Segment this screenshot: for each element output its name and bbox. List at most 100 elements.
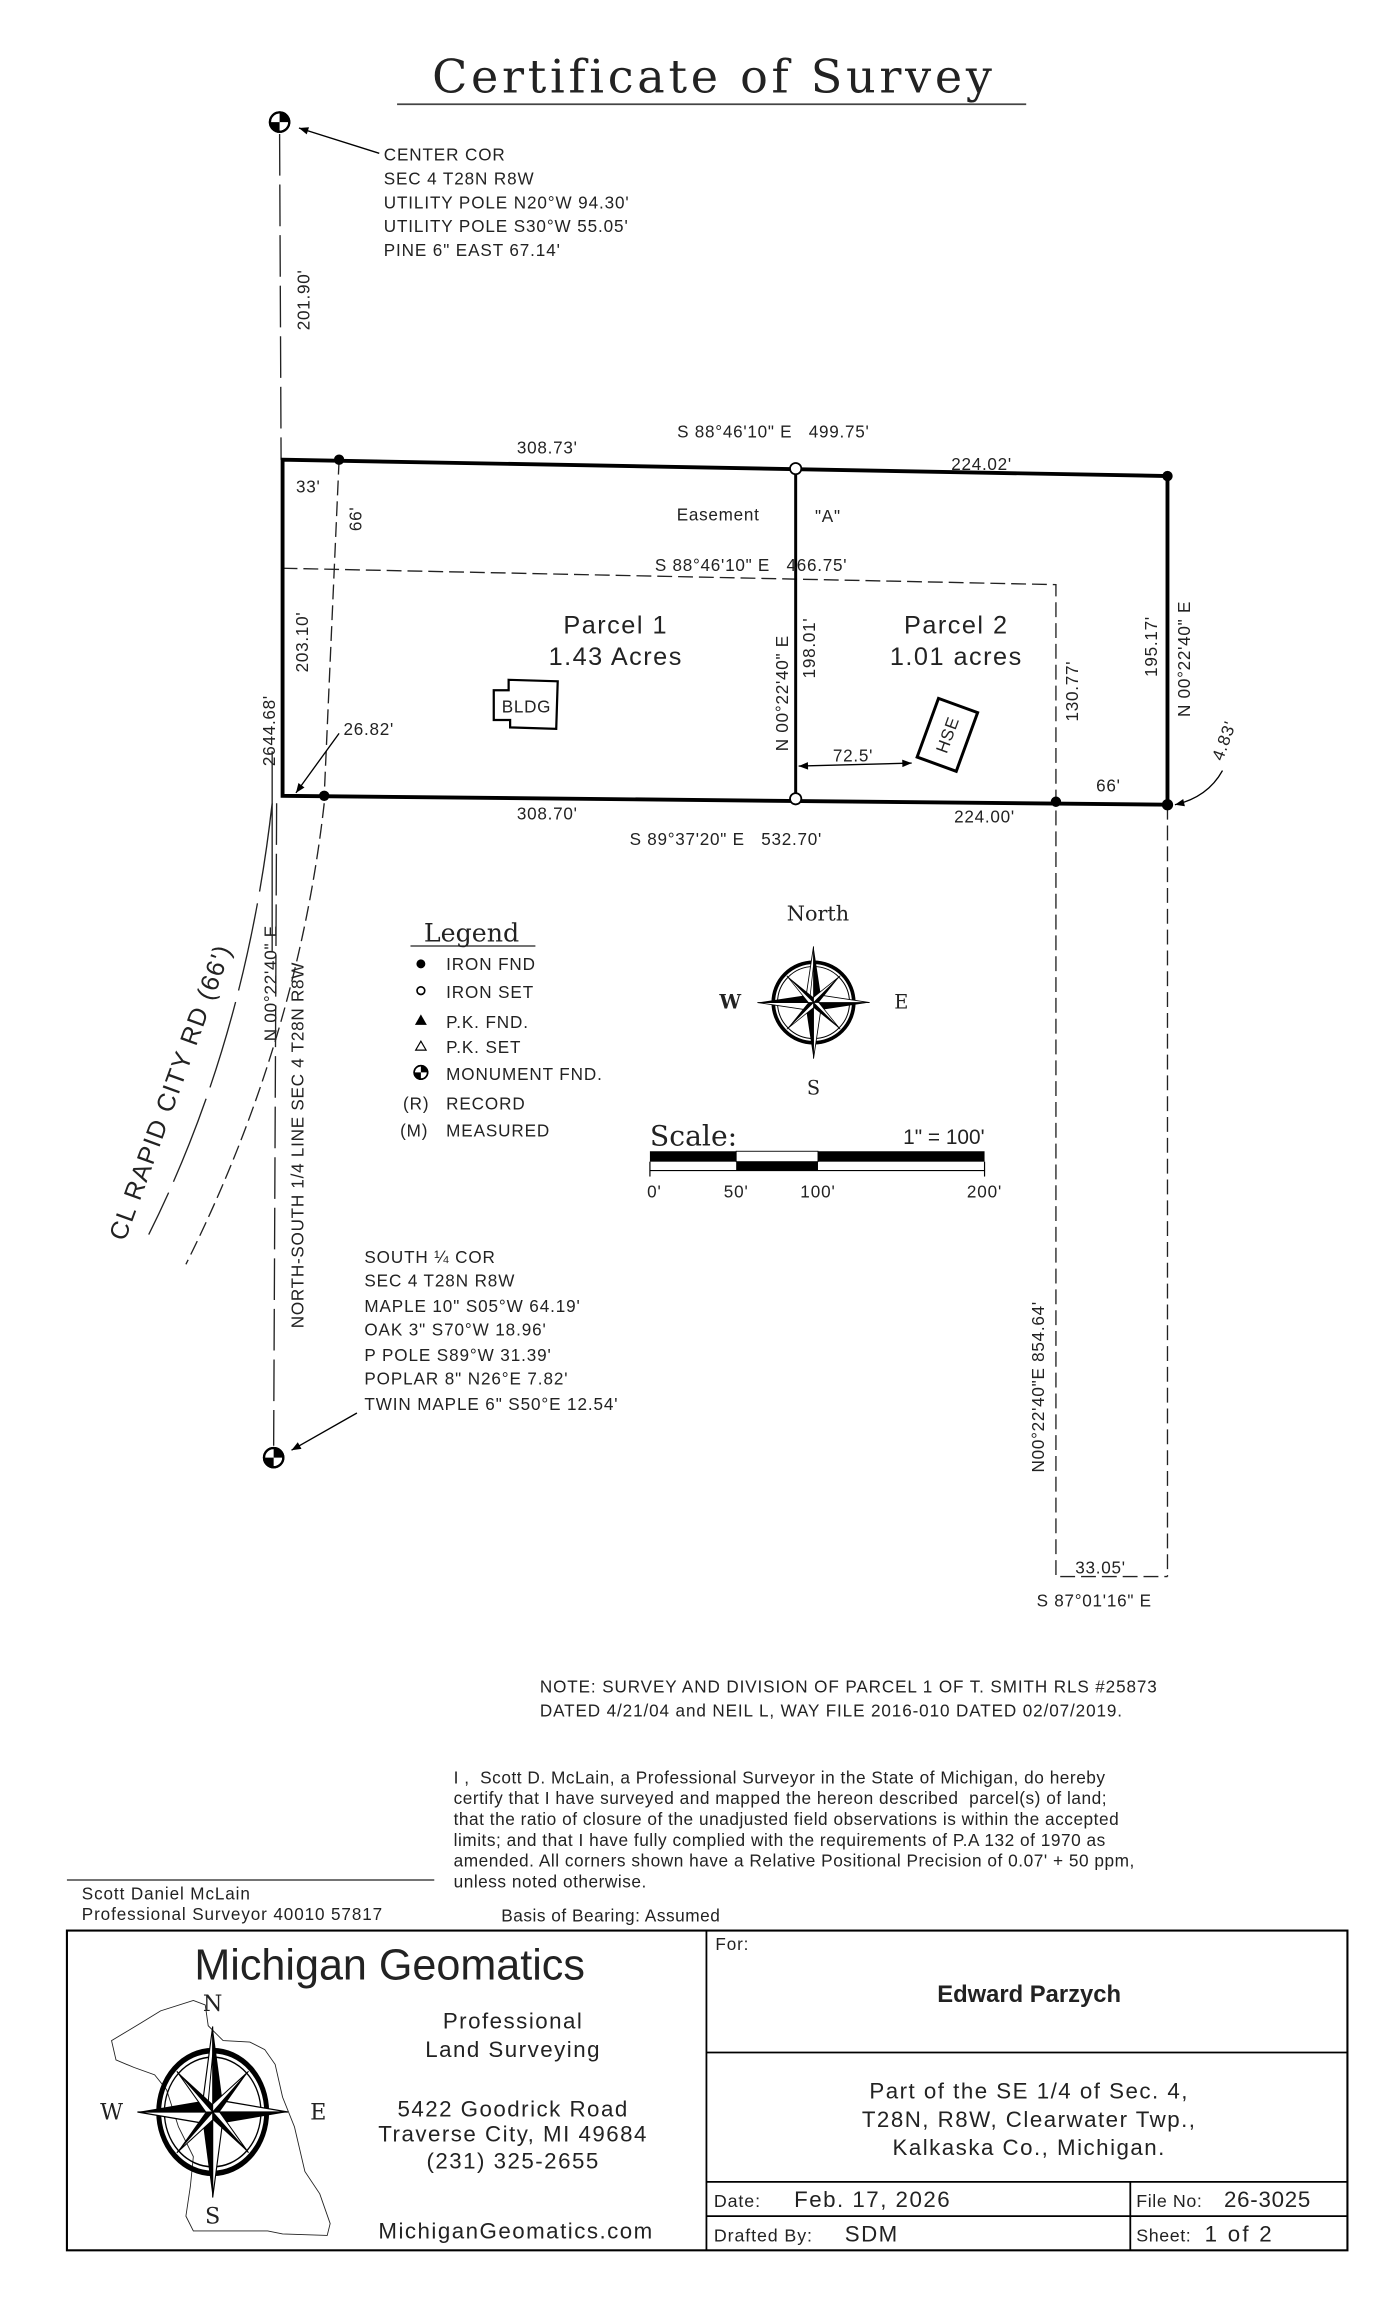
basis-of-bearing: Basis of Bearing: Assumed	[501, 1906, 720, 1926]
file-number: 26-3025	[1224, 2187, 1311, 2212]
legend: Legend IRON FND IRON SET P.K. FND. P.K. …	[400, 919, 603, 1141]
svg-text:Part of the SE 1/4 of Sec. 4,: Part of the SE 1/4 of Sec. 4,	[869, 2079, 1189, 2104]
svg-text:CENTER COR: CENTER COR	[384, 146, 506, 165]
division-bearing: N 00°22'40" E	[773, 635, 792, 751]
quarter-line	[272, 803, 278, 1446]
page-title: Certificate of Survey	[432, 49, 996, 103]
svg-text:100': 100'	[800, 1182, 835, 1201]
iron-set-marker	[789, 462, 803, 476]
svg-text:1" = 100': 1" = 100'	[903, 1126, 984, 1149]
east-bearing: N 00°22'40" E	[1175, 601, 1194, 717]
bottom-bearing: S 89°37'20" E 532.70'	[630, 830, 822, 849]
certification-text: I , Scott D. McLain, a Professional Surv…	[454, 1767, 1135, 1925]
offset-66: 66'	[346, 507, 365, 532]
svg-text:SEC 4 T28N R8W: SEC 4 T28N R8W	[384, 170, 535, 189]
surveyor-name: Scott Daniel McLain	[82, 1884, 251, 1903]
svg-text:MEASURED: MEASURED	[446, 1121, 550, 1140]
svg-text:SEC 4 T28N R8W: SEC 4 T28N R8W	[364, 1272, 515, 1291]
sheet-number: 1 of 2	[1205, 2221, 1274, 2246]
pk-set-icon	[414, 1040, 428, 1051]
iron-found-marker	[1161, 799, 1174, 811]
svg-text:200': 200'	[967, 1182, 1002, 1201]
leader-arrow	[291, 1412, 358, 1451]
iron-set-marker	[789, 792, 803, 806]
iron-found-marker	[319, 790, 330, 802]
svg-text:MAPLE 10" S05°W 64.19': MAPLE 10" S05°W 64.19'	[364, 1297, 580, 1316]
easement-south-distance: 33.05'	[1075, 1559, 1126, 1578]
iron-found-marker	[1050, 796, 1062, 807]
svg-text:that the ratio of closure of t: that the ratio of closure of the unadjus…	[454, 1809, 1120, 1829]
pk-found-icon	[414, 1014, 427, 1025]
easement-line	[282, 567, 1168, 1578]
division-distance: 198.01'	[800, 618, 819, 679]
svg-text:North: North	[787, 902, 849, 926]
house-offset: 72.5'	[833, 747, 873, 766]
tagline: Land Surveying	[425, 2037, 601, 2062]
section-total: 2644.68'	[260, 695, 279, 766]
iron-found-marker	[1162, 470, 1173, 482]
monument-icon	[268, 111, 291, 133]
tagline: Professional	[443, 2009, 584, 2034]
svg-text:S: S	[205, 2204, 220, 2230]
bottom-66: 66'	[1096, 776, 1121, 795]
svg-text:NOTE: SURVEY AND DIVISION OF P: NOTE: SURVEY AND DIVISION OF PARCEL 1 OF…	[540, 1678, 1158, 1697]
legend-title: Legend	[424, 919, 519, 948]
easement-south-bottom-bearing: S 87°01'16" E	[1037, 1591, 1152, 1610]
west-distance: 203.10'	[293, 612, 312, 673]
iron-found-icon	[416, 959, 426, 969]
svg-text:TWIN MAPLE 6" S50°E 12.54': TWIN MAPLE 6" S50°E 12.54'	[364, 1395, 618, 1414]
svg-text:E: E	[894, 990, 908, 1013]
address-line: Traverse City, MI 49684	[378, 2122, 648, 2147]
bottom-left-distance: 308.70'	[517, 805, 578, 824]
svg-text:50': 50'	[724, 1182, 749, 1201]
monument-icon	[413, 1064, 429, 1080]
iron-found-marker	[333, 454, 345, 465]
easement-id: "A"	[815, 507, 841, 526]
building-label: BLDG	[502, 698, 552, 717]
svg-text:(R): (R)	[403, 1095, 429, 1114]
north-distance: 201.90'	[294, 270, 313, 331]
leader-arrow	[1174, 770, 1224, 807]
svg-text:Parcel 2: Parcel 2	[904, 612, 1009, 640]
svg-text:P.K. FND.: P.K. FND.	[446, 1013, 529, 1032]
road-centerline	[148, 803, 273, 1235]
svg-text:MONUMENT FND.: MONUMENT FND.	[446, 1065, 603, 1084]
easement-bearing: S 88°46'10" E 466.75'	[655, 556, 847, 575]
iron-set-icon	[416, 985, 426, 996]
svg-text:Scale:: Scale:	[650, 1119, 737, 1152]
svg-text:(M): (M)	[400, 1121, 428, 1140]
svg-text:T28N, R8W, Clearwater Twp.,: T28N, R8W, Clearwater Twp.,	[862, 2107, 1197, 2132]
svg-text:W: W	[100, 2099, 123, 2125]
svg-text:IRON SET: IRON SET	[446, 983, 534, 1002]
east-distance: 195.17'	[1142, 616, 1161, 677]
svg-text:UTILITY POLE S30°W 55.05': UTILITY POLE S30°W 55.05'	[384, 217, 629, 236]
offset-33: 33'	[296, 477, 321, 496]
offset-4-83: 4.83'	[1208, 719, 1240, 763]
svg-text:W: W	[718, 990, 741, 1013]
north-arrow: North W E S	[718, 902, 908, 1100]
center-corner-ties: CENTER COR SEC 4 T28N R8W UTILITY POLE N…	[384, 146, 630, 260]
south-corner-ties: SOUTH ¼ COR SEC 4 T28N R8W MAPLE 10" S05…	[364, 1248, 618, 1414]
svg-text:PINE 6" EAST 67.14': PINE 6" EAST 67.14'	[384, 241, 561, 260]
svg-text:1.43 Acres: 1.43 Acres	[549, 643, 683, 671]
svg-text:certify that I have surveyed a: certify that I have surveyed and mapped …	[454, 1788, 1107, 1808]
top-left-distance: 308.73'	[517, 439, 578, 458]
top-right-distance: 224.02'	[951, 455, 1012, 474]
svg-text:UTILITY POLE N20°W 94.30': UTILITY POLE N20°W 94.30'	[384, 193, 630, 212]
row-line-south	[185, 803, 325, 1265]
easement-label: Easement	[677, 506, 760, 525]
top-bearing: S 88°46'10" E 499.75'	[677, 422, 869, 441]
svg-text:amended. All corners shown hav: amended. All corners shown have a Relati…	[454, 1851, 1135, 1871]
svg-text:File No:: File No:	[1136, 2191, 1202, 2211]
parcel-2-label: Parcel 2 1.01 acres	[890, 612, 1023, 671]
road-label: CL RAPID CITY RD (66')	[104, 941, 237, 1244]
easement-east-distance: 130.77'	[1063, 661, 1082, 722]
bottom-right-distance: 224.00'	[954, 808, 1015, 827]
svg-text:E: E	[310, 2099, 326, 2125]
compass-rose-icon	[757, 946, 869, 1058]
svg-text:N: N	[203, 1991, 223, 2017]
svg-text:S: S	[807, 1077, 820, 1100]
svg-text:1.01 acres: 1.01 acres	[890, 643, 1023, 671]
parcel-1-label: Parcel 1 1.43 Acres	[549, 612, 683, 671]
